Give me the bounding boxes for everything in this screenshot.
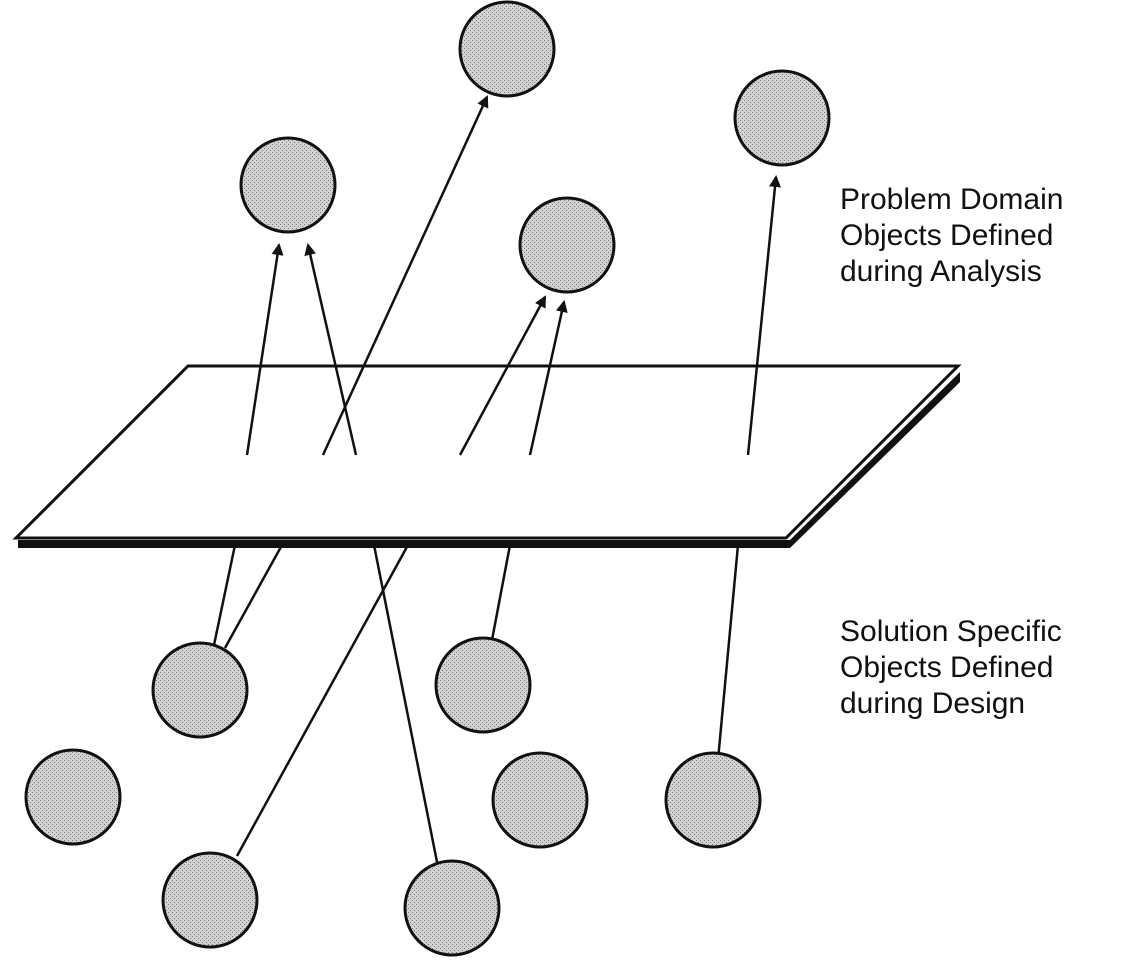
problem-domain-object — [239, 136, 337, 234]
arrow-line — [458, 295, 547, 456]
problem-domain-object — [518, 196, 616, 294]
solution-specific-object — [161, 851, 259, 949]
problem-domain-label-line: Objects Defined — [840, 219, 1054, 252]
problem-domain-label: Problem Domain Objects Defined during An… — [840, 182, 1063, 290]
solution-specific-object — [664, 751, 762, 849]
solution-specific-object — [24, 748, 122, 846]
problem-domain-label-line: Problem Domain — [840, 183, 1064, 216]
arrow-line — [528, 300, 568, 456]
upper-arrows — [245, 95, 781, 456]
connector-line — [223, 544, 284, 649]
arrow-line — [245, 243, 284, 456]
solution-specific-label: Solution Specific Objects Defined during… — [840, 614, 1062, 722]
connector-line — [235, 544, 410, 857]
solution-specific-label-line: Solution Specific — [840, 615, 1062, 648]
connector-line — [212, 544, 237, 646]
arrow-line — [746, 175, 781, 456]
solution-specific-object — [491, 751, 589, 849]
solution-specific-object — [151, 641, 249, 739]
solution-specific-object — [434, 636, 532, 734]
problem-domain-object — [458, 0, 556, 98]
problem-domain-label-line: during Analysis — [840, 255, 1042, 288]
connector-line — [490, 544, 512, 641]
analysis-design-plane — [12, 364, 962, 548]
solution-specific-object — [403, 859, 501, 957]
connector-line — [716, 544, 740, 761]
arrow-line — [304, 243, 358, 456]
problem-domain-objects — [239, 0, 831, 294]
solution-specific-label-line: during Design — [840, 687, 1026, 720]
lower-connectors — [212, 544, 740, 863]
solution-specific-label-line: Objects Defined — [840, 651, 1054, 684]
arrow-line — [321, 95, 489, 456]
problem-domain-object — [733, 69, 831, 167]
solution-specific-objects — [24, 636, 762, 957]
plane-surface — [12, 364, 962, 540]
connector-line — [372, 544, 439, 863]
